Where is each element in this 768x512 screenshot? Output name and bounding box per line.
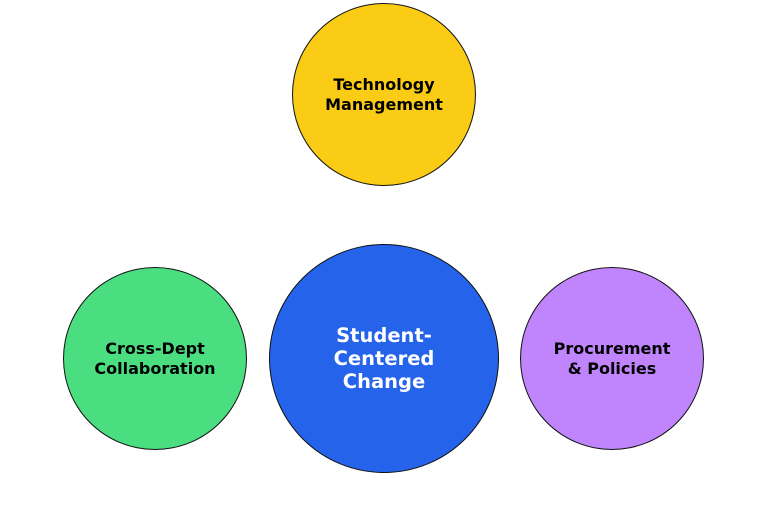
node-label: Procurement & Policies xyxy=(553,338,671,378)
node-label: Cross-Dept Collaboration xyxy=(94,338,216,378)
node-student-centered-change: Student- Centered Change xyxy=(269,244,499,473)
node-procurement-policies: Procurement & Policies xyxy=(520,267,704,450)
node-technology-management: Technology Management xyxy=(292,3,476,186)
node-label: Technology Management xyxy=(325,74,443,114)
node-cross-dept-collaboration: Cross-Dept Collaboration xyxy=(63,267,247,450)
node-label: Student- Centered Change xyxy=(333,324,435,393)
